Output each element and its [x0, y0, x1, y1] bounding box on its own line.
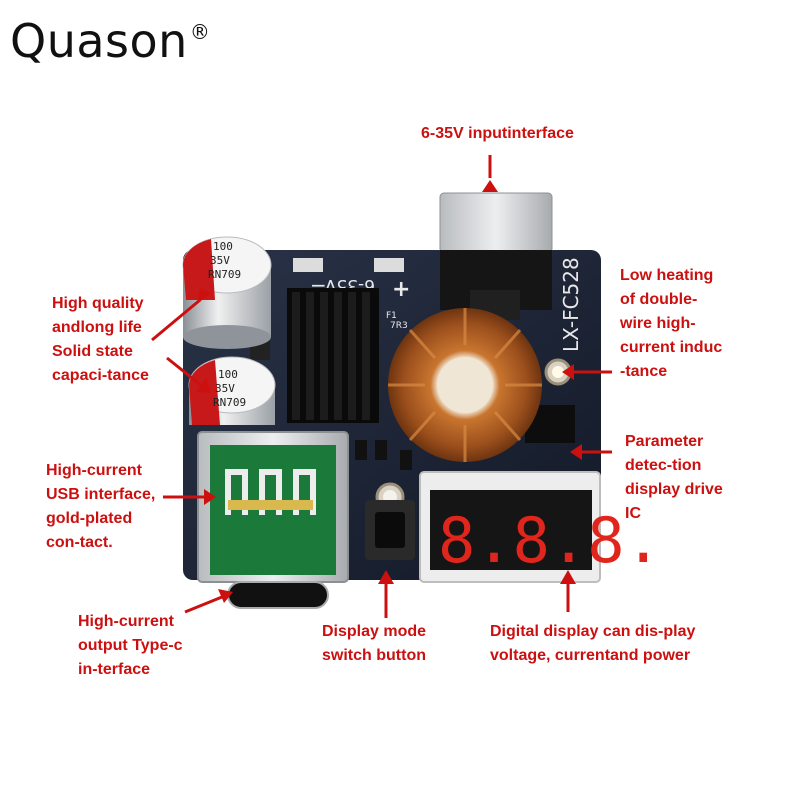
cap2-value: 100	[218, 368, 238, 381]
label-typec-interface: High-current output Type-c in-terface	[78, 610, 183, 682]
brand-name: Quason	[10, 14, 188, 68]
label-typec-line-3: in-terface	[78, 661, 151, 678]
label-usb-line-3: gold-plated	[46, 510, 133, 527]
label-display-line-2: voltage, currentand power	[490, 647, 691, 664]
label-input-line-1: 6-35V inputinterface	[421, 125, 574, 142]
label-inductor-line-1: Low heating	[620, 267, 714, 284]
label-capacitor-line-1: High quality	[52, 295, 144, 312]
label-driver-ic: Parameter detec-tion display drive IC	[625, 430, 723, 526]
label-display-line-1: Digital display can dis-play	[490, 623, 696, 640]
capacitor-1: 100 35V RN709	[182, 236, 272, 349]
label-capacitor-line-2: andlong life	[52, 319, 142, 336]
cap2-voltage: 35V	[215, 382, 235, 395]
label-ic-line-2: detec-tion	[625, 457, 702, 474]
label-usb-line-2: USB interface,	[46, 486, 156, 503]
label-inductor: Low heating of double- wire high- curren…	[620, 264, 722, 384]
heatsink	[287, 288, 379, 423]
arrow-cap2	[166, 356, 203, 388]
silk-model: LX-FC528	[559, 257, 583, 352]
label-usb-line-1: High-current	[46, 462, 142, 479]
label-inductor-line-3: wire high-	[620, 315, 696, 332]
label-ic-line-1: Parameter	[625, 433, 704, 450]
label-ic-line-3: display drive	[625, 481, 723, 498]
label-typec-line-2: output Type-c	[78, 637, 183, 654]
label-ic-line-4: IC	[625, 505, 641, 522]
label-capacitor-line-4: capaci-tance	[52, 367, 149, 384]
label-inductor-line-4: current induc	[620, 339, 723, 356]
label-typec-line-1: High-current	[78, 613, 174, 630]
label-usb-interface: High-current USB interface, gold-plated …	[46, 459, 155, 555]
arrow-typec	[184, 595, 223, 614]
label-mode-button: Display mode switch button	[322, 620, 426, 668]
brand-logo: Quason®	[10, 14, 210, 68]
cap1-series: RN709	[208, 268, 241, 281]
arrow-cap1	[151, 298, 201, 342]
label-button-line-2: switch button	[322, 647, 426, 664]
toroid-inductor	[388, 308, 542, 462]
label-digital-display: Digital display can dis-play voltage, cu…	[490, 620, 695, 668]
usb-c-port	[227, 581, 329, 609]
seven-segment-display: 8.8.8.	[419, 471, 662, 583]
silk-inductor-ref: F1	[386, 311, 397, 321]
label-capacitor: High quality andlong life Solid state ca…	[52, 292, 149, 388]
mode-switch-button	[365, 500, 415, 560]
label-inductor-line-2: of double-	[620, 291, 698, 308]
registered-mark: ®	[189, 20, 211, 44]
silk-inductor-code: 7R3	[390, 321, 408, 331]
label-capacitor-line-3: Solid state	[52, 343, 133, 360]
cap1-value: 100	[213, 240, 233, 253]
usb-a-port	[197, 431, 349, 583]
silk-plus: +	[392, 277, 410, 302]
label-inductor-line-5: -tance	[620, 363, 668, 380]
cap1-voltage: 35V	[210, 254, 230, 267]
label-input-interface: 6-35V inputinterface	[421, 122, 574, 146]
callout-arrows	[151, 155, 612, 618]
input-connector	[439, 192, 553, 320]
cap2-series: RN709	[213, 396, 246, 409]
display-digits: 8.8.8.	[438, 504, 662, 577]
label-usb-line-4: con-tact.	[46, 534, 113, 551]
capacitor-2: 100 35V RN709	[188, 356, 276, 425]
label-button-line-1: Display mode	[322, 623, 427, 640]
